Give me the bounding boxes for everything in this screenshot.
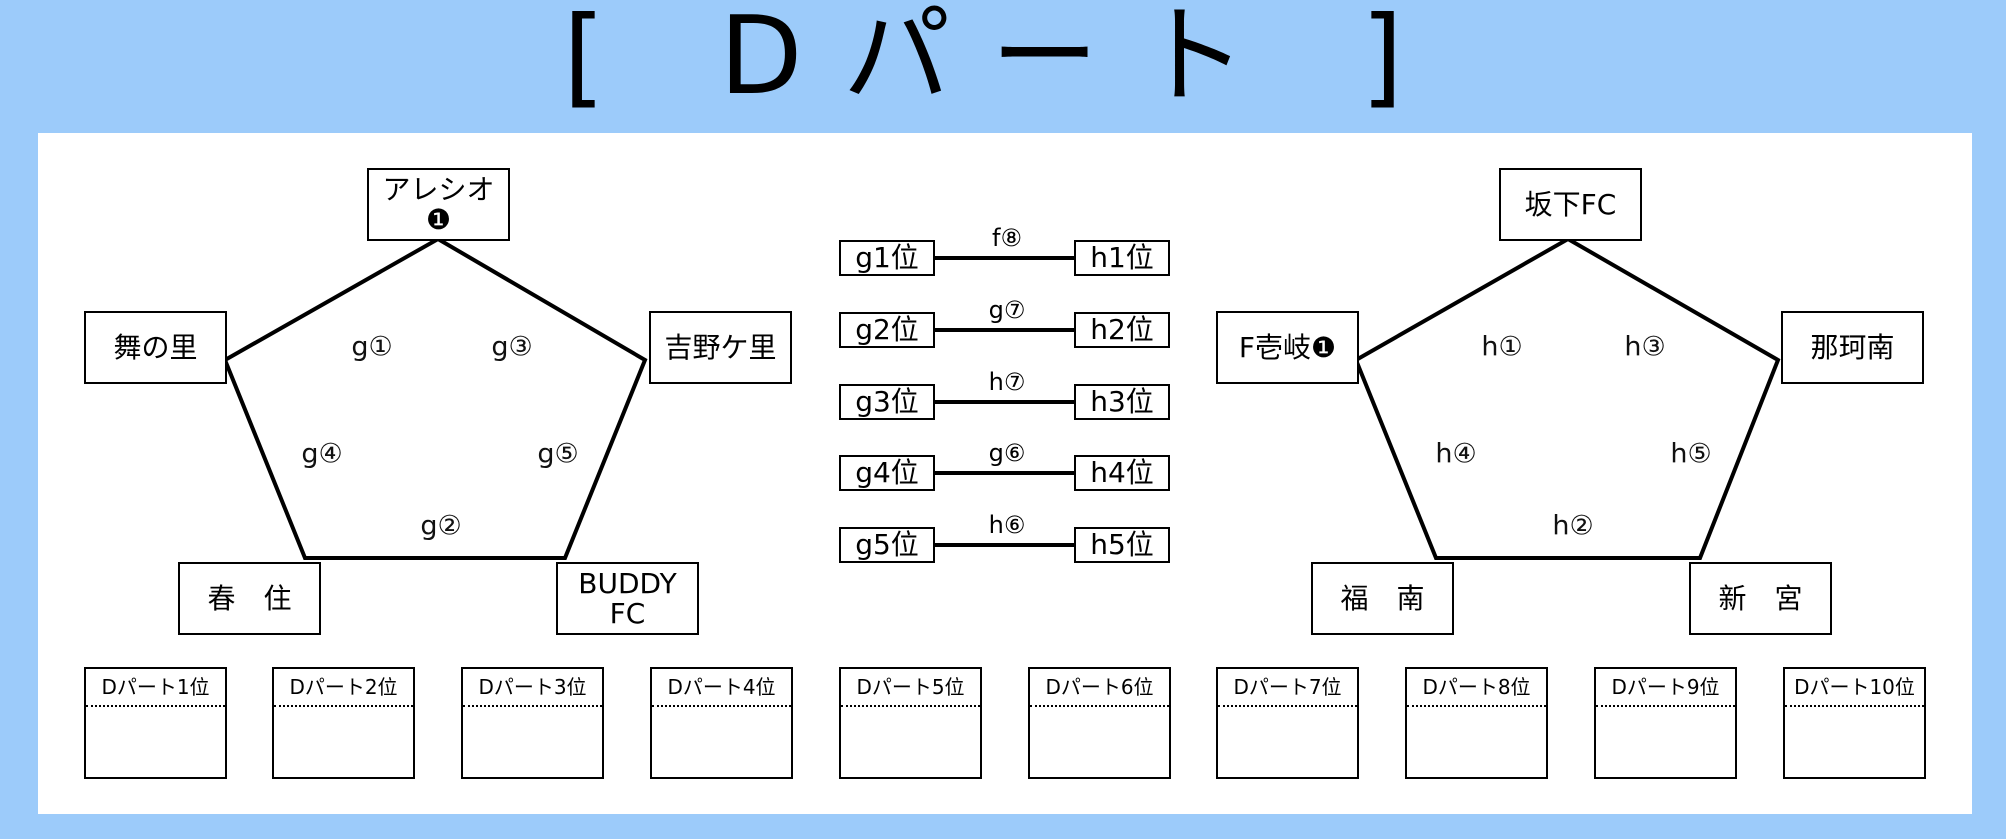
result-label: Dパート2位 [274, 669, 413, 707]
match-label: h① [1481, 331, 1523, 363]
match-label: g② [420, 510, 462, 542]
match-label: h⑤ [1670, 438, 1712, 470]
result-label: Dパート1位 [86, 669, 225, 707]
rank-right-box: h3位 [1074, 384, 1170, 420]
match-label: g④ [301, 438, 343, 470]
team-right-right-group: 那珂南 [1781, 311, 1924, 384]
result-box: Dパート4位 [650, 667, 793, 779]
team-name: 吉野ケ里 [664, 330, 777, 364]
rank-right-box: h5位 [1074, 527, 1170, 563]
result-label: Dパート10位 [1785, 669, 1924, 707]
rank-match-label: f⑧ [992, 224, 1022, 252]
team-bottom-left-left-group: 春 住 [178, 562, 321, 635]
right-pentagon [1353, 236, 1781, 560]
match-label: h④ [1435, 438, 1477, 470]
rank-match-label: g⑦ [988, 296, 1026, 324]
rank-right-box: h4位 [1074, 455, 1170, 491]
rank-left-box: g1位 [839, 240, 935, 276]
rank-match-label: h⑥ [988, 511, 1026, 539]
rank-right-box: h2位 [1074, 312, 1170, 348]
result-box: Dパート10位 [1783, 667, 1926, 779]
match-label: g⑤ [537, 438, 579, 470]
team-name: F壱岐❶ [1238, 330, 1337, 364]
result-box: Dパート2位 [272, 667, 415, 779]
rank-match-label: g⑥ [988, 439, 1026, 467]
team-left-right-group: F壱岐❶ [1216, 311, 1359, 384]
rank-left-box: g5位 [839, 527, 935, 563]
team-name: 新 宮 [1718, 581, 1803, 615]
result-label: Dパート3位 [463, 669, 602, 707]
result-label: Dパート6位 [1030, 669, 1169, 707]
result-label: Dパート4位 [652, 669, 791, 707]
rank-left-box: g2位 [839, 312, 935, 348]
result-box: Dパート5位 [839, 667, 982, 779]
match-label: h③ [1624, 331, 1666, 363]
team-name-line1: BUDDY [578, 566, 677, 600]
team-name: アレシオ [382, 172, 495, 206]
team-name-line2: FC [609, 596, 646, 630]
rank-left-box: g4位 [839, 455, 935, 491]
result-box: Dパート6位 [1028, 667, 1171, 779]
seed-mark: ❶ [425, 202, 452, 236]
match-label: g① [351, 331, 393, 363]
team-name: 坂下FC [1524, 187, 1617, 221]
rank-left-box: g3位 [839, 384, 935, 420]
team-name: 那珂南 [1810, 330, 1895, 364]
result-label: Dパート9位 [1596, 669, 1735, 707]
result-label: Dパート8位 [1407, 669, 1546, 707]
left-pentagon [222, 236, 648, 560]
page-title: [ Dパート ] [562, 0, 1444, 119]
result-box: Dパート1位 [84, 667, 227, 779]
match-label: g③ [491, 331, 533, 363]
result-box: Dパート7位 [1216, 667, 1359, 779]
team-name: 福 南 [1340, 581, 1425, 615]
team-bottom-right-right-group: 新 宮 [1689, 562, 1832, 635]
result-label: Dパート7位 [1218, 669, 1357, 707]
team-bottom-left-right-group: 福 南 [1311, 562, 1454, 635]
result-box: Dパート3位 [461, 667, 604, 779]
team-left-left-group: 舞の里 [84, 311, 227, 384]
team-name: 春 住 [207, 581, 292, 615]
rank-right-box: h1位 [1074, 240, 1170, 276]
result-label: Dパート5位 [841, 669, 980, 707]
team-name: 舞の里 [113, 330, 198, 364]
result-box: Dパート8位 [1405, 667, 1548, 779]
team-right-left-group: 吉野ケ里 [649, 311, 792, 384]
match-label: h② [1552, 510, 1594, 542]
team-top-right-group: 坂下FC [1499, 168, 1642, 241]
rank-match-label: h⑦ [988, 368, 1026, 396]
team-top-left-group: アレシオ ❶ [367, 168, 510, 241]
result-box: Dパート9位 [1594, 667, 1737, 779]
team-bottom-right-left-group: BUDDY FC [556, 562, 699, 635]
